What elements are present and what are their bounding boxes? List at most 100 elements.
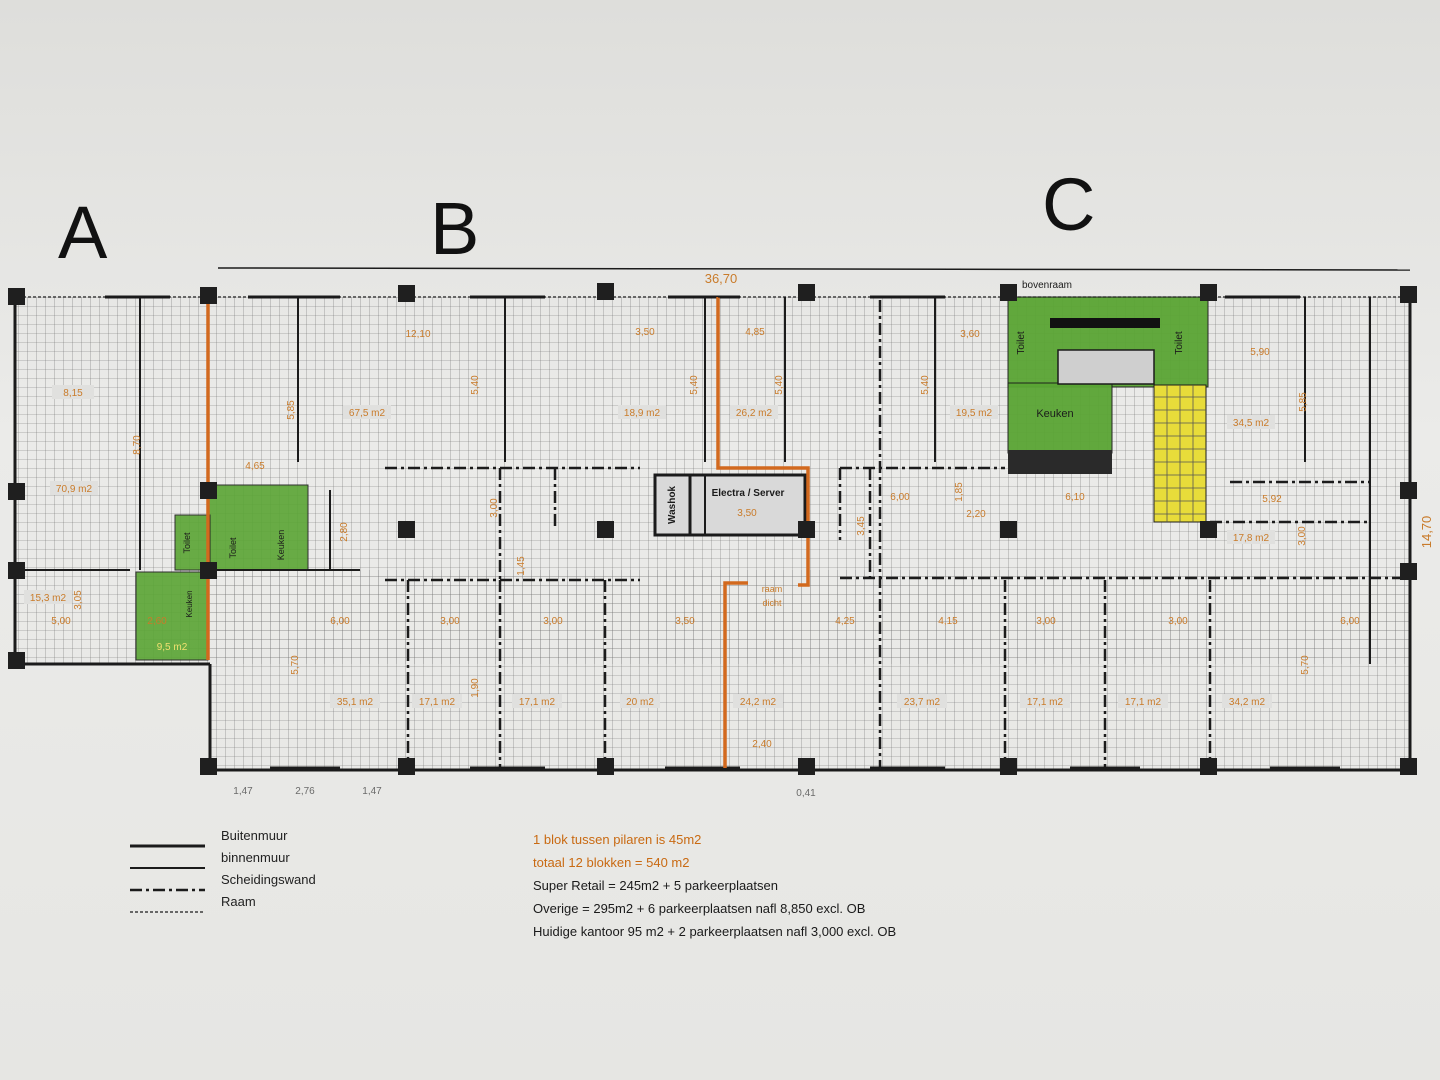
dim-v-10: 2,80 xyxy=(339,522,350,542)
dim-v-18: 1,90 xyxy=(470,678,481,698)
label-backgrounds xyxy=(24,385,1275,708)
dim-mid-3: 6,10 xyxy=(1065,492,1085,503)
note-super-retail: Super Retail = 245m2 + 5 parkeerplaatsen xyxy=(533,878,778,893)
note-huidige-kantoor: Huidige kantoor 95 m2 + 2 parkeerplaatse… xyxy=(533,924,897,939)
area-b1: 35,1 m2 xyxy=(337,697,374,708)
dim-mid-1: 4,65 xyxy=(245,461,265,472)
dimension-labels: 36,70 12,10 3,50 4,85 3,60 5,90 8,15 4,6… xyxy=(51,271,1360,799)
room-labels: Keuken Toilet Toilet Toilet Toilet Keuke… xyxy=(182,280,1185,618)
room-raam-1: raam xyxy=(762,584,783,594)
dim-total-length: 36,70 xyxy=(705,271,738,286)
dim-v-6: 5,40 xyxy=(774,375,785,395)
notes-block: 1 blok tussen pilaren is 45m2 totaal 12 … xyxy=(533,828,896,943)
dim-top-4: 3,60 xyxy=(960,329,980,340)
dim-v-4: 5,40 xyxy=(470,375,481,395)
legend-swatches xyxy=(130,844,205,913)
area-r3: 19,5 m2 xyxy=(956,408,993,419)
dim-v-12: 1,45 xyxy=(516,556,527,576)
section-c-letter: C xyxy=(1042,163,1096,246)
room-keuken-a2: Keuken xyxy=(185,590,194,617)
area-a-green: 9,5 m2 xyxy=(157,642,188,653)
room-keuken-c: Keuken xyxy=(1036,408,1073,420)
grid-lower xyxy=(210,570,1410,770)
dim-bot-3: 6,00 xyxy=(330,616,350,627)
dim-v-5: 5,40 xyxy=(689,375,700,395)
area-b3: 17,1 m2 xyxy=(519,697,556,708)
green-rooms xyxy=(135,296,1209,661)
area-a-small: 15,3 m2 xyxy=(30,593,67,604)
area-b8: 17,1 m2 xyxy=(1125,697,1162,708)
note-total-blocks: totaal 12 blokken = 540 m2 xyxy=(533,855,690,870)
area-a-top: 70,9 m2 xyxy=(56,484,93,495)
room-toilet-c2: Toilet xyxy=(1174,331,1185,355)
dimension-line-top xyxy=(217,267,1411,271)
room-bovenraam: bovenraam xyxy=(1022,280,1072,291)
area-r4: 34,5 m2 xyxy=(1233,418,1270,429)
room-toilet-c1: Toilet xyxy=(1016,331,1027,355)
dim-bot-8: 4,15 xyxy=(938,616,958,627)
dim-bot-9: 3,00 xyxy=(1036,616,1056,627)
dark-block xyxy=(1008,450,1112,474)
stair-void xyxy=(1057,349,1155,385)
area-b6: 23,7 m2 xyxy=(904,697,941,708)
dim-bot-5: 3,00 xyxy=(543,616,563,627)
area-r1: 18,9 m2 xyxy=(624,408,661,419)
legend-label-scheidingswand: Scheidingswand xyxy=(221,872,316,887)
room-electra-server: Electra / Server xyxy=(712,488,785,499)
dim-mid-6: 3,50 xyxy=(737,508,757,519)
dim-top-3: 4,85 xyxy=(745,327,765,338)
room-toilet-a1: Toilet xyxy=(182,532,192,554)
dim-mid-4: 2,20 xyxy=(966,509,986,520)
dim-v-7: 5,40 xyxy=(920,375,931,395)
counter-bar xyxy=(1050,318,1160,328)
area-b4: 20 m2 xyxy=(626,697,654,708)
area-b5: 24,2 m2 xyxy=(740,697,777,708)
dim-bot-7: 4,25 xyxy=(835,616,855,627)
area-labels: 70,9 m2 15,3 m2 9,5 m2 67,5 m2 18,9 m2 2… xyxy=(30,408,1270,708)
room-toilet-a2: Toilet xyxy=(228,537,238,559)
area-b7: 17,1 m2 xyxy=(1027,697,1064,708)
note-overige: Overige = 295m2 + 6 parkeerplaatsen nafl… xyxy=(533,901,866,916)
pillars xyxy=(8,283,1417,775)
vertical-dimension-labels: 8,70 5,85 5,40 5,40 5,40 5,40 5,85 3,00 … xyxy=(73,375,1434,698)
section-b-letter: B xyxy=(430,187,480,270)
dim-v-11: 3,05 xyxy=(73,590,84,610)
area-b2: 17,1 m2 xyxy=(419,697,456,708)
electra-server-room xyxy=(653,473,807,537)
area-b-big: 67,5 m2 xyxy=(349,408,386,419)
dim-v-1: 8,15 xyxy=(63,388,83,399)
dim-v-17: 5,70 xyxy=(1300,655,1311,675)
dim-bot-2: 2,60 xyxy=(147,616,167,627)
dim-v-8: 5,85 xyxy=(1298,392,1309,412)
dim-base-4: 0,41 xyxy=(796,788,816,799)
dim-top-5: 5,90 xyxy=(1250,347,1270,358)
dim-v-15: 3,00 xyxy=(1297,526,1308,546)
area-b9: 34,2 m2 xyxy=(1229,697,1266,708)
dim-mid-2: 6,00 xyxy=(890,492,910,503)
section-a-letter: A xyxy=(58,191,108,274)
dim-total-depth: 14,70 xyxy=(1419,516,1434,549)
dim-v-16: 5,70 xyxy=(290,655,301,675)
dim-top-1: 12,10 xyxy=(405,329,430,340)
room-raam-2: dicht xyxy=(762,598,782,608)
dim-mid-5: 5,92 xyxy=(1262,494,1282,505)
dim-v-13: 3,45 xyxy=(856,516,867,536)
dividing-walls xyxy=(385,300,1400,770)
dim-bot-12: 2,40 xyxy=(752,739,772,750)
dim-bot-11: 6,00 xyxy=(1340,616,1360,627)
orange-walls xyxy=(206,297,810,768)
dim-v-14: 1,85 xyxy=(954,482,965,502)
legend-label-buitenmuur: Buitenmuur xyxy=(221,828,288,843)
dim-top-2: 3,50 xyxy=(635,327,655,338)
dim-bot-10: 3,00 xyxy=(1168,616,1188,627)
dim-bot-6: 3,50 xyxy=(675,616,695,627)
dim-v-3: 5,85 xyxy=(286,400,297,420)
inner-walls xyxy=(15,297,1371,664)
dim-bot-4: 3,00 xyxy=(440,616,460,627)
dim-v-2: 8,70 xyxy=(132,435,143,455)
legend-label-raam: Raam xyxy=(221,894,256,909)
room-washok: Washok xyxy=(667,486,678,524)
legend-label-binnenmuur: binnenmuur xyxy=(221,850,290,865)
note-block-size: 1 blok tussen pilaren is 45m2 xyxy=(533,832,702,847)
room-keuken-a1: Keuken xyxy=(276,530,286,561)
